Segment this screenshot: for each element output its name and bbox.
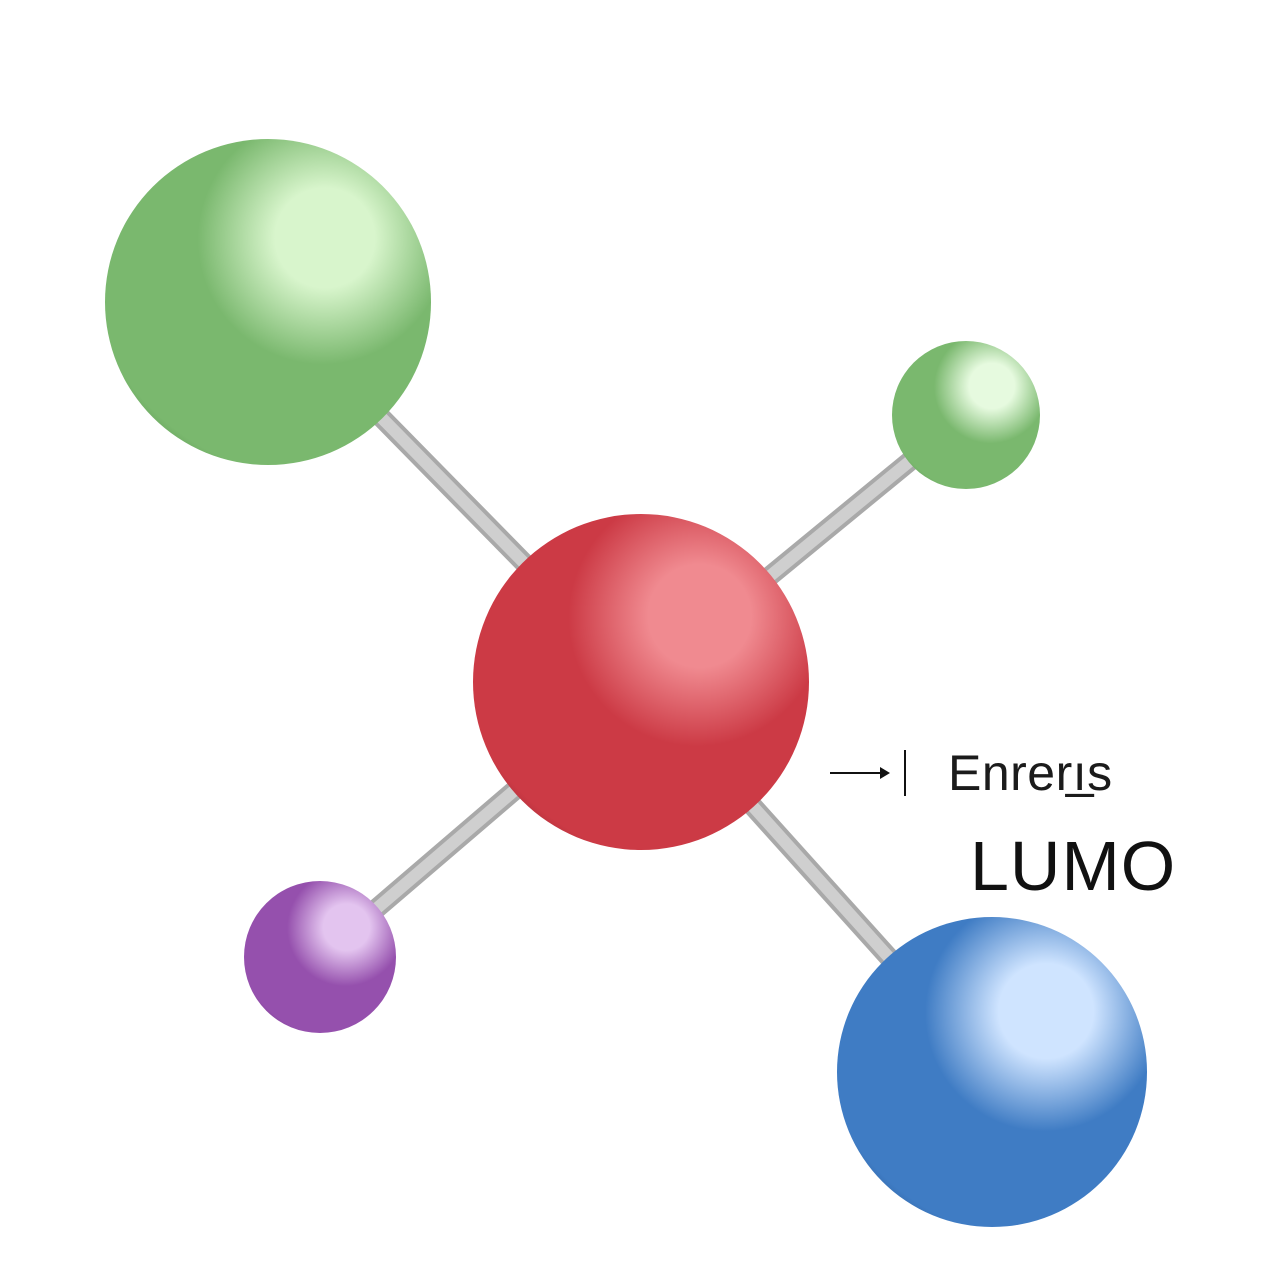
atom-center [473, 514, 809, 850]
atom-bottom-right [837, 917, 1147, 1227]
orbital-label: LUMO [970, 827, 1177, 905]
arrow-right-icon [830, 763, 892, 783]
atom-top-left [105, 139, 431, 465]
atoms [105, 139, 1147, 1227]
annotation-text: Enrerı̲s [948, 745, 1113, 801]
energy-annotation: Enrerı̲s [830, 738, 1113, 808]
atom-top-right [892, 341, 1040, 489]
atom-bottom-left [244, 881, 396, 1033]
tick-mark [904, 750, 906, 796]
